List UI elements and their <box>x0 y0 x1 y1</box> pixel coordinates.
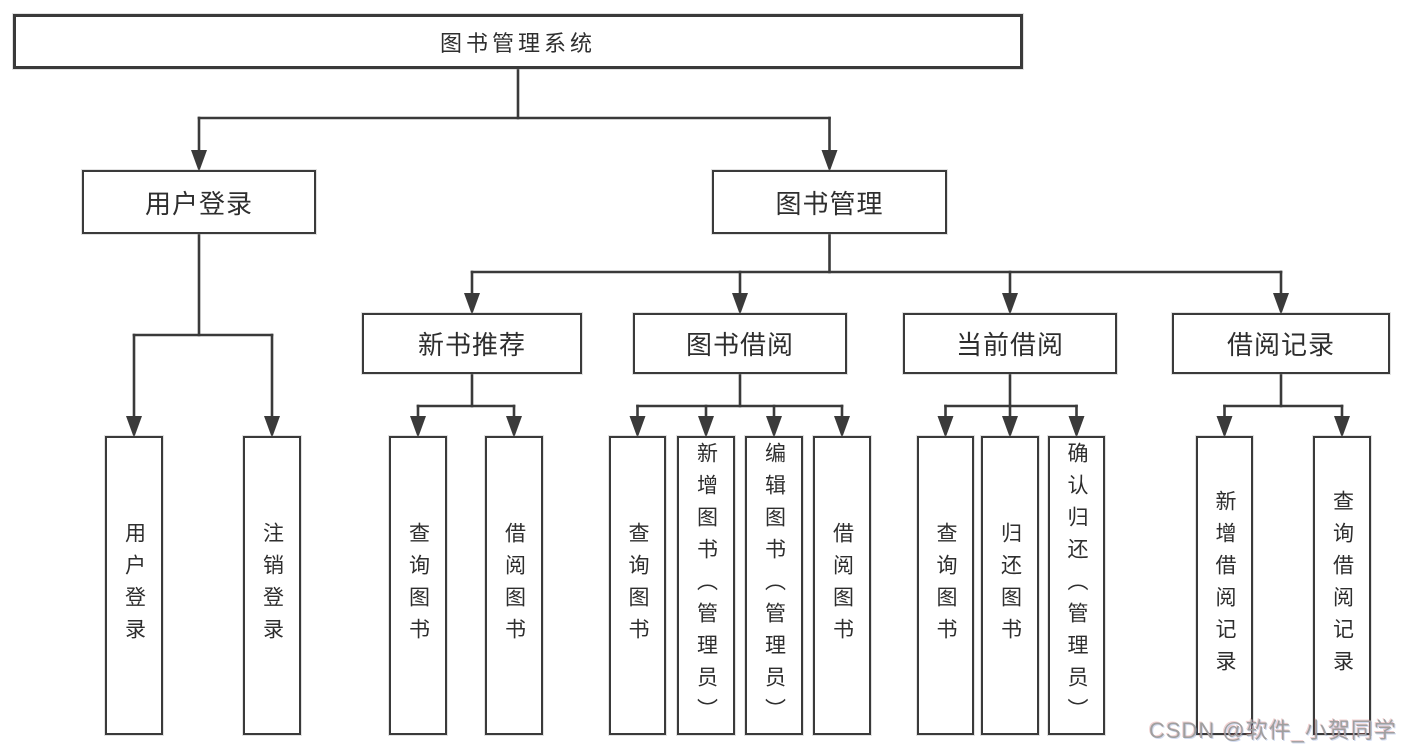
leaf-confirm-return-admin: 确认归还（管理员） <box>1048 436 1105 735</box>
node-current-borrowing: 当前借阅 <box>903 313 1117 374</box>
leaf-borrow-books-under-book-borrowing: 借阅图书 <box>813 436 871 735</box>
leaf-return-books: 归还图书 <box>981 436 1039 735</box>
leaf-query-borrowing-record: 查询借阅记录 <box>1313 436 1371 735</box>
node-label: 新增借阅记录 <box>1213 489 1236 682</box>
node-label: 查询图书 <box>626 521 649 650</box>
node-label: 图书管理 <box>775 188 884 219</box>
leaf-edit-books-admin: 编辑图书（管理员） <box>745 436 803 735</box>
leaf-query-books-under-current-borrowing: 查询图书 <box>917 436 974 735</box>
leaf-add-books-admin: 新增图书（管理员） <box>677 436 735 735</box>
node-label: 新书推荐 <box>417 330 526 360</box>
node-label: 确认归还（管理员） <box>1065 441 1088 730</box>
node-label: 新增图书（管理员） <box>694 441 718 730</box>
node-label: 借阅图书 <box>502 521 526 650</box>
node-label: 查询图书 <box>406 521 430 650</box>
node-label: 用户登录 <box>122 521 146 650</box>
leaf-borrow-books-under-recommendation: 借阅图书 <box>485 436 543 735</box>
node-book-borrowing: 图书借阅 <box>633 313 847 374</box>
node-label: 借阅图书 <box>830 521 854 650</box>
leaf-query-books-under-borrowing: 查询图书 <box>609 436 666 735</box>
node-label: 图书借阅 <box>685 330 794 360</box>
node-book-management-system: 图书管理系统 <box>13 14 1023 69</box>
csdn-watermark: CSDN @软件_小贺同学 <box>1148 718 1397 743</box>
leaf-query-books-under-recommendation: 查询图书 <box>389 436 447 735</box>
node-borrowing-records: 借阅记录 <box>1172 313 1390 374</box>
node-label: 借阅记录 <box>1226 330 1335 360</box>
node-label: 注销登录 <box>260 521 284 650</box>
node-user-login: 用户登录 <box>82 170 316 234</box>
node-label: 查询借阅记录 <box>1330 489 1354 682</box>
node-label: 图书管理系统 <box>439 30 596 56</box>
node-label: 查询图书 <box>934 521 957 650</box>
leaf-add-borrowing-record: 新增借阅记录 <box>1196 436 1253 735</box>
leaf-logout: 注销登录 <box>243 436 301 735</box>
node-label: 归还图书 <box>998 521 1022 650</box>
node-new-book-recommendation: 新书推荐 <box>362 313 582 374</box>
node-label: 当前借阅 <box>955 330 1064 360</box>
node-book-management: 图书管理 <box>712 170 947 234</box>
node-label: 用户登录 <box>144 188 253 219</box>
node-label: 编辑图书（管理员） <box>762 441 786 730</box>
leaf-user-login: 用户登录 <box>105 436 163 735</box>
